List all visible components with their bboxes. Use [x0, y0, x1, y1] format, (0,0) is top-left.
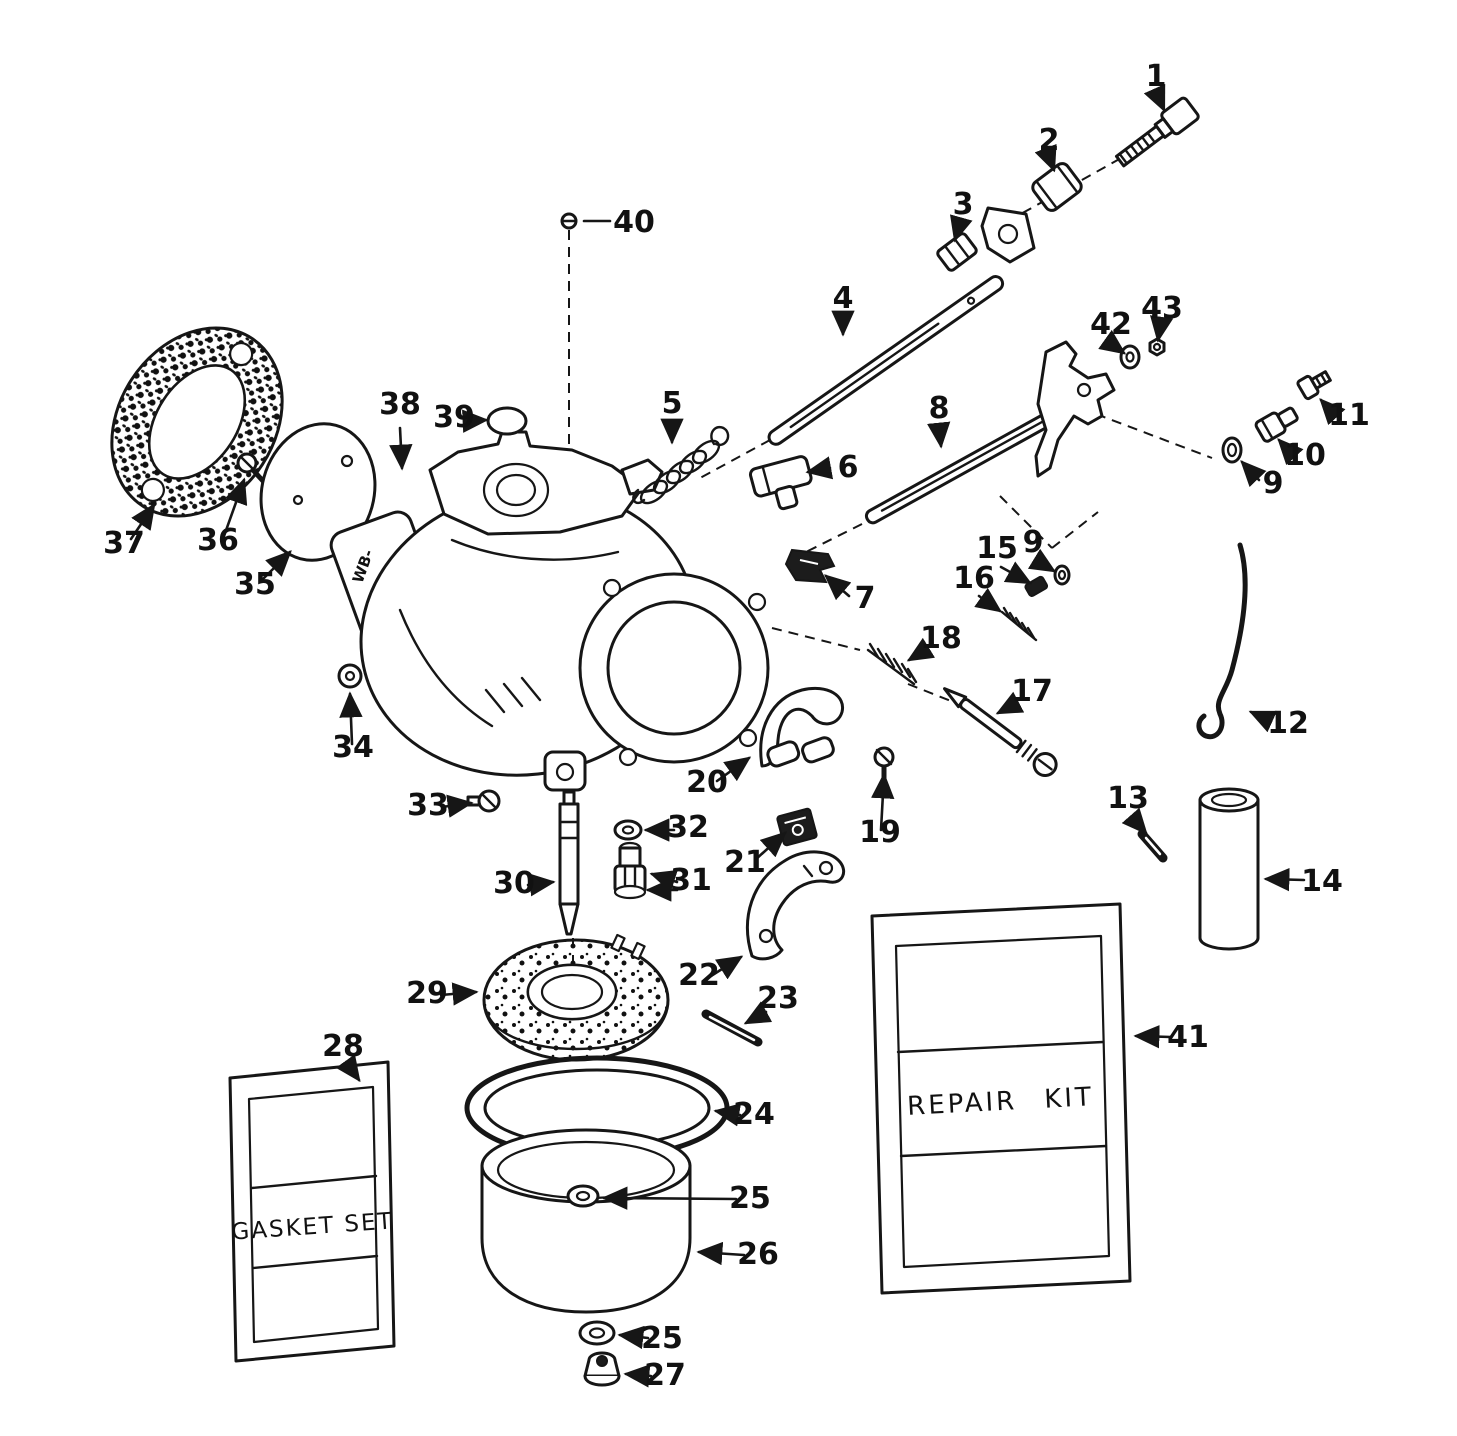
sleeve-15 [1024, 575, 1049, 597]
choke-shaft [864, 340, 1116, 525]
choke-link-wire [1196, 542, 1248, 740]
diaphragm-cover [259, 422, 377, 562]
callout-4: 4 [833, 281, 854, 316]
washer-32 [613, 819, 643, 841]
callout-13: 13 [1107, 781, 1149, 816]
roller-14 [1198, 787, 1260, 951]
callout-7: 7 [855, 581, 876, 616]
jet-31 [613, 841, 647, 900]
spring-16 [1000, 606, 1038, 642]
callout-8: 8 [929, 391, 950, 426]
fitting-10 [1254, 406, 1299, 443]
callout-24: 24 [733, 1097, 775, 1132]
callout-9a: 9 [1263, 466, 1284, 501]
drain-nut-27 [583, 1351, 621, 1387]
callout-29: 29 [406, 976, 448, 1011]
callout-32: 32 [667, 810, 709, 845]
callout-9b: 9 [1023, 525, 1044, 560]
leader-lines [129, 83, 1346, 1388]
callout-16: 16 [953, 561, 995, 596]
spacer [1031, 162, 1083, 212]
idle-spring [866, 642, 918, 686]
clip-7 [784, 548, 836, 584]
callout-30: 30 [493, 866, 535, 901]
washer-34 [337, 663, 363, 689]
callout-18: 18 [920, 621, 962, 656]
callout-35: 35 [234, 567, 276, 602]
elbow-lever-20 [759, 687, 845, 768]
nut-43 [1148, 337, 1166, 357]
throttle-shaft [767, 206, 1036, 446]
callout-23: 23 [757, 981, 799, 1016]
callout-41: 41 [1167, 1020, 1209, 1055]
callout-12: 12 [1267, 706, 1309, 741]
washer-9 [1221, 436, 1243, 464]
washer-42 [1119, 344, 1141, 370]
callout-27: 27 [644, 1358, 686, 1393]
pin-13 [1137, 829, 1168, 863]
carburetor-body: WB- [329, 430, 770, 792]
screw-33 [466, 789, 501, 813]
pivot-bolt [1114, 96, 1200, 168]
callout-14: 14 [1301, 864, 1343, 899]
block-21 [776, 807, 818, 847]
float-29 [482, 933, 670, 1062]
callout-2: 2 [1039, 123, 1060, 158]
callout-15: 15 [976, 531, 1018, 566]
callout-17: 17 [1011, 674, 1053, 709]
callout-10: 10 [1284, 438, 1326, 473]
callout-34: 34 [332, 730, 374, 765]
callout-38: 38 [379, 387, 421, 422]
plug-40 [560, 212, 578, 230]
pin-23 [701, 1009, 763, 1047]
washer-9b [1053, 564, 1071, 586]
callout-25a: 25 [729, 1181, 771, 1216]
fuel-bowl [480, 1128, 692, 1314]
callout-19: 19 [859, 815, 901, 850]
callout-25b: 25 [641, 1321, 683, 1356]
drain-washer-25 [578, 1320, 616, 1346]
callout-5: 5 [662, 386, 683, 421]
callout-3: 3 [953, 187, 974, 222]
callout-40: 40 [613, 205, 655, 240]
repair-kit-packet: REPAIR KIT [870, 902, 1132, 1295]
cam-plate-22 [745, 850, 846, 961]
callout-11: 11 [1328, 398, 1370, 433]
shaft-nut [936, 232, 978, 272]
callout-26: 26 [737, 1237, 779, 1272]
callout-39: 39 [433, 400, 475, 435]
part-callouts: 1 2 3 4 5 6 7 8 9 10 11 12 13 14 15 9 16… [103, 59, 1370, 1393]
cover-screw [236, 452, 266, 484]
callout-33: 33 [407, 788, 449, 823]
callout-6: 6 [838, 450, 859, 485]
cap-39 [486, 406, 528, 436]
callout-20: 20 [686, 765, 728, 800]
callout-43: 43 [1141, 291, 1183, 326]
gasket-set-packet: GASKET SET [228, 1060, 396, 1363]
idle-needle-screw [942, 687, 1058, 777]
screw-19 [873, 746, 895, 783]
callout-37: 37 [103, 526, 145, 561]
callout-31: 31 [670, 863, 712, 898]
callout-1: 1 [1146, 59, 1167, 94]
fitting-6 [748, 455, 813, 511]
needle-valve-30 [558, 790, 580, 936]
callout-22: 22 [678, 958, 720, 993]
screw-11 [1296, 370, 1332, 401]
callout-42: 42 [1090, 307, 1132, 342]
throttle-return-spring [632, 425, 730, 505]
callout-36: 36 [197, 523, 239, 558]
callout-28: 28 [322, 1029, 364, 1064]
bowl-washer-25 [566, 1184, 600, 1208]
callout-21: 21 [724, 845, 766, 880]
